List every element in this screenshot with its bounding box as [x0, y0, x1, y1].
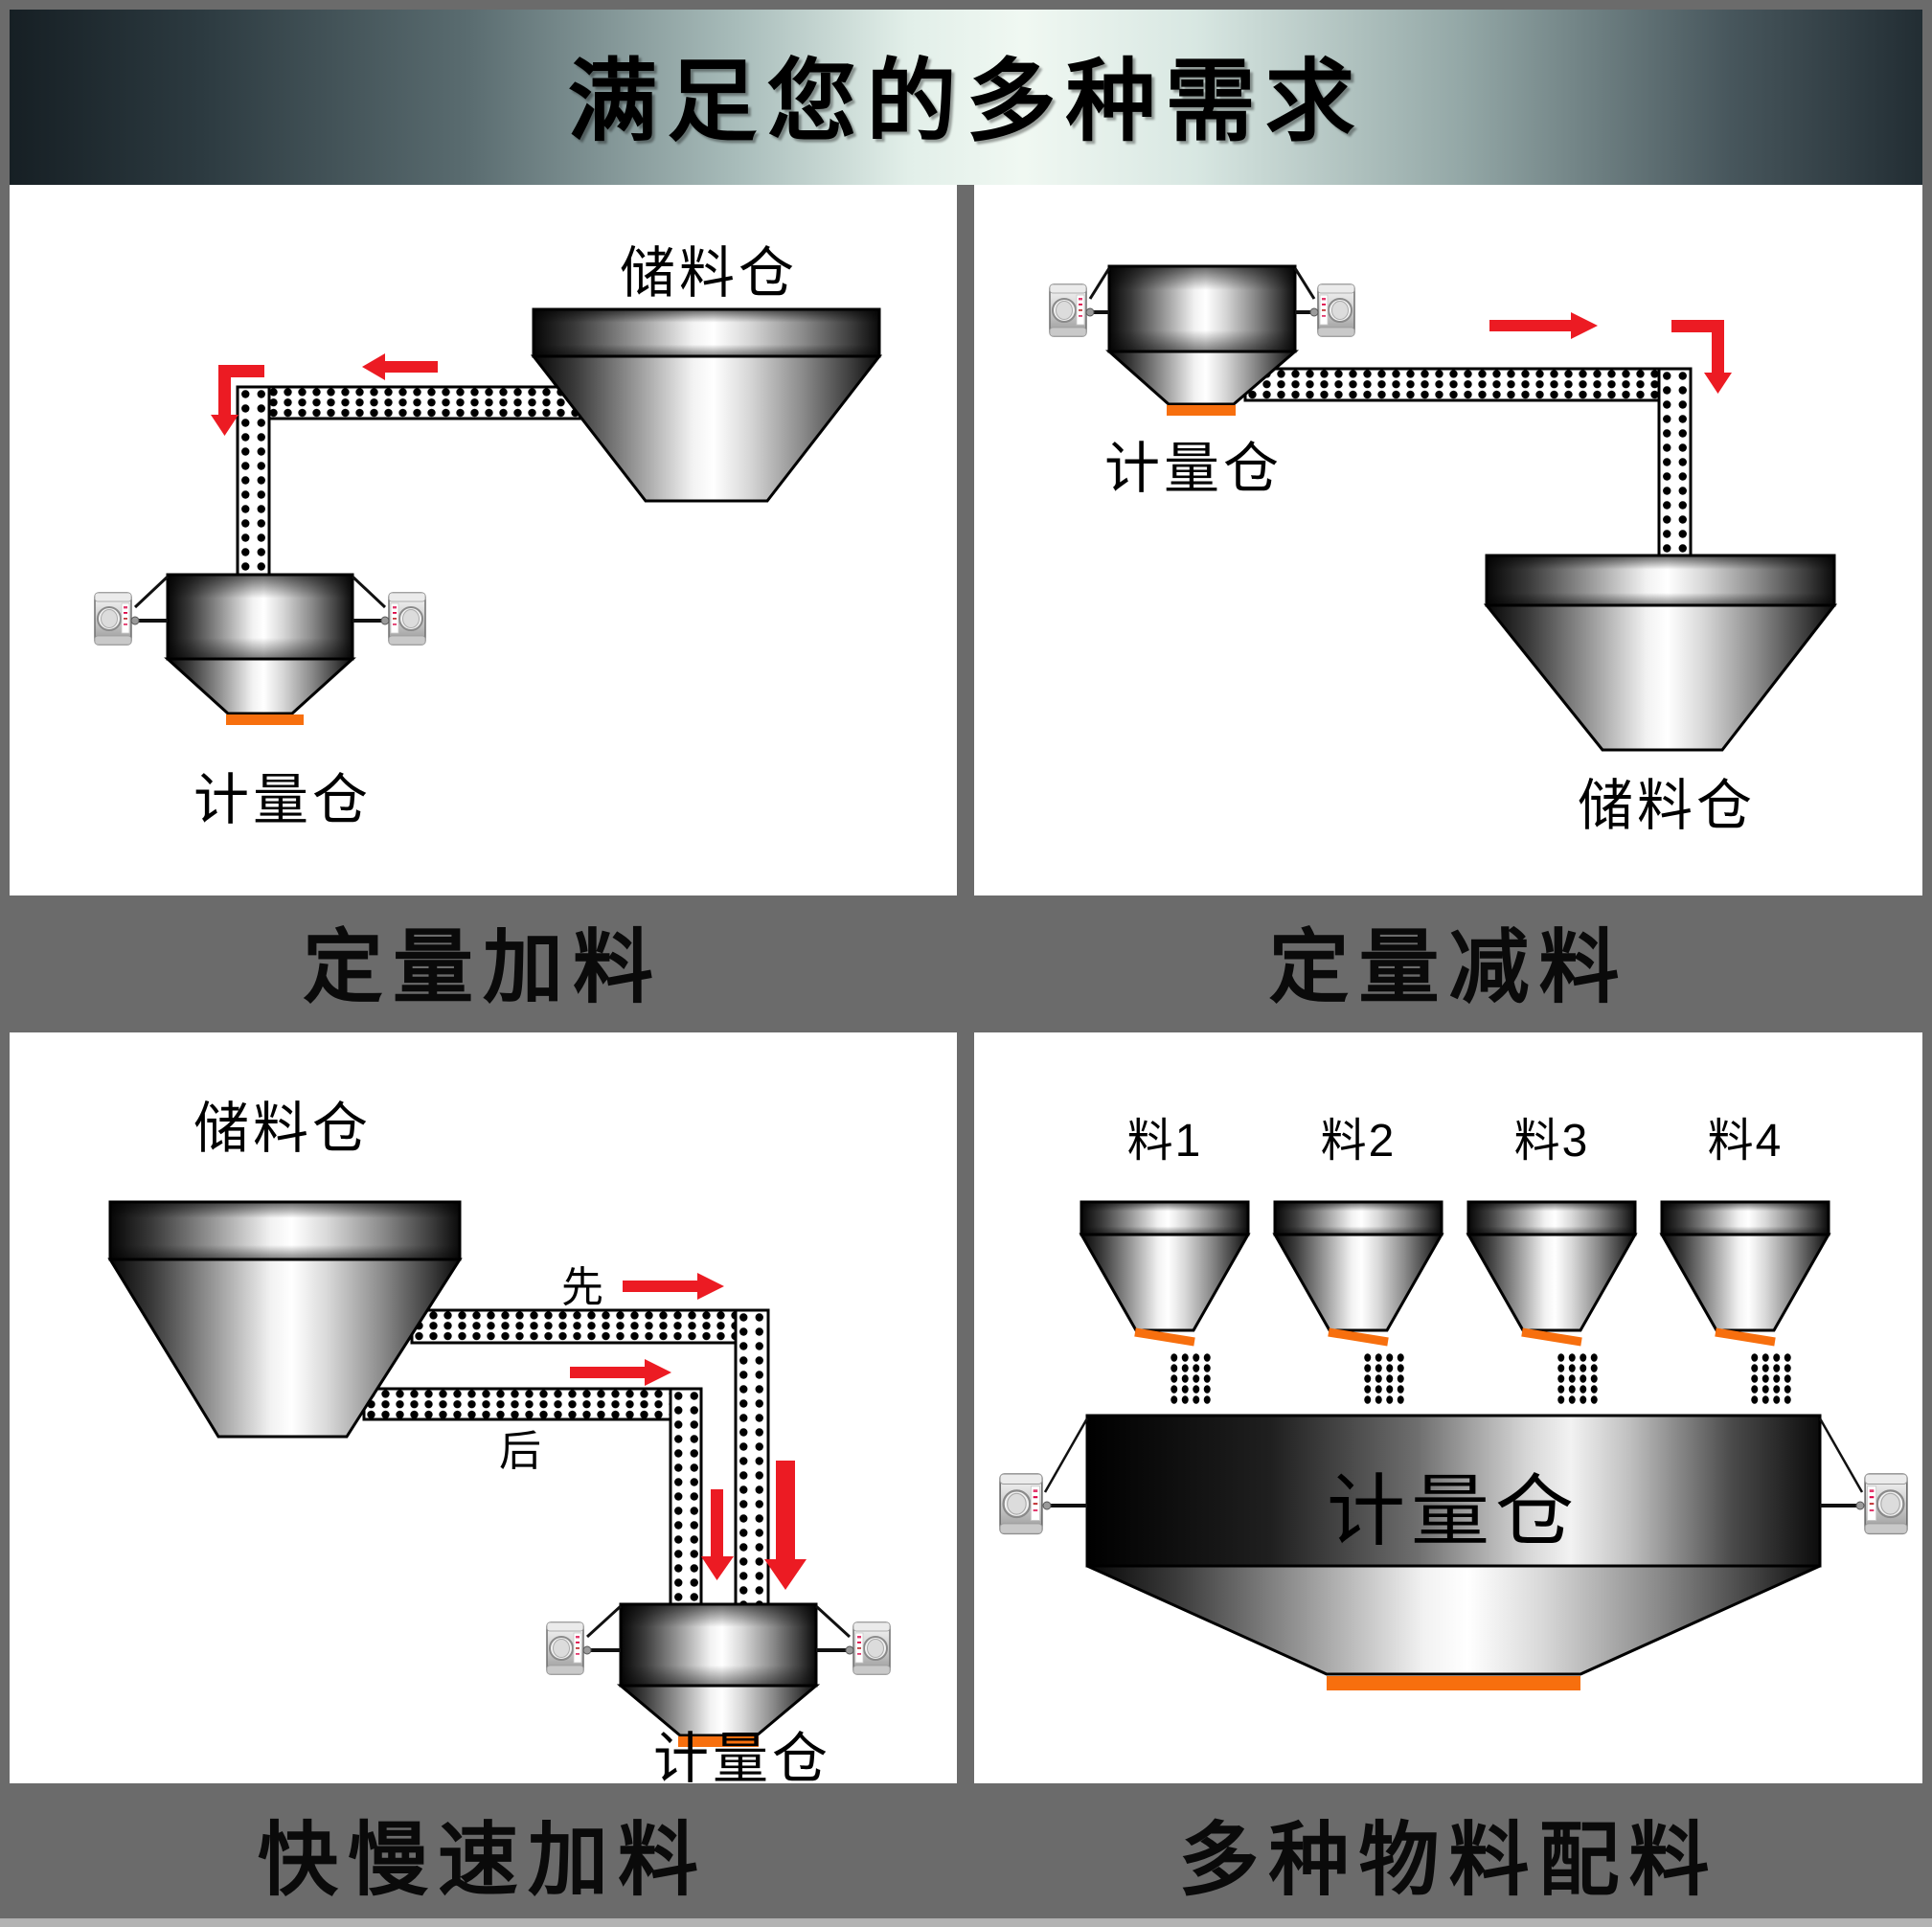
flow-arrow-left: [362, 353, 438, 380]
load-cell-left-icon: [546, 1604, 623, 1675]
weighing-hopper: [1085, 1414, 1822, 1690]
storage-hopper: [1483, 554, 1838, 752]
outlet-gate: [1167, 405, 1236, 416]
outlet-gate: [1134, 1327, 1195, 1347]
outlet-gate: [1328, 1327, 1389, 1347]
caption-quantitative-discharging: 定量减料: [1268, 922, 1629, 1012]
load-cell-right-icon: [1818, 1417, 1908, 1535]
conveyor-pipe-fast-horizontal: [410, 1308, 770, 1345]
material-hopper-1: [1079, 1200, 1251, 1347]
panel-quantitative-feeding: 储料仓: [10, 185, 957, 895]
falling-material-1: [1169, 1352, 1213, 1404]
conveyor-pipe-slow-horizontal: [362, 1387, 703, 1421]
flow-arrow-first-right: [623, 1273, 724, 1300]
bottom-strip: [0, 1918, 1932, 1927]
falling-material-3: [1556, 1352, 1600, 1404]
outlet-gate: [1715, 1327, 1776, 1347]
page-title: 满足您的多种需求: [567, 51, 1365, 151]
material-hopper-3: [1466, 1200, 1638, 1347]
panel-quantitative-discharging: 计量仓 储料仓: [974, 185, 1922, 895]
flow-arrow-down-thin: [701, 1489, 734, 1580]
outlet-gate: [1327, 1676, 1580, 1690]
outlet-gate: [226, 714, 304, 725]
load-cell-left-icon: [94, 575, 170, 646]
load-cell-left-icon: [999, 1417, 1089, 1535]
conveyor-pipe-vertical: [1657, 367, 1693, 560]
title-banner: 满足您的多种需求: [10, 10, 1922, 185]
weighing-hopper: [1105, 264, 1300, 416]
conveyor-pipe-horizontal: [1243, 367, 1693, 402]
load-cell-right-icon: [351, 575, 426, 646]
flow-arrow-down-thick: [764, 1461, 807, 1590]
panel-fast-slow-feeding: 储料仓 先 后: [10, 1032, 957, 1783]
storage-hopper-label: 储料仓: [1578, 775, 1756, 837]
storage-hopper: [107, 1200, 463, 1439]
flow-arrow-elbow-down: [211, 365, 264, 436]
conveyor-pipe-slow-vertical: [669, 1387, 703, 1608]
load-cell-left-icon: [1049, 267, 1111, 337]
outlet-gate: [678, 1736, 759, 1747]
load-cell-right-icon: [1293, 267, 1355, 337]
weighing-hopper-label: 计量仓: [1327, 1468, 1580, 1555]
material-1-label: 料1: [1127, 1116, 1203, 1167]
weighing-hopper-label: 计量仓: [653, 1728, 831, 1783]
outlet-gate: [1521, 1327, 1582, 1347]
material-hopper-4: [1659, 1200, 1831, 1347]
storage-hopper-label: 储料仓: [620, 242, 798, 305]
flow-arrow-right: [1489, 312, 1598, 339]
material-4-label: 料4: [1708, 1116, 1784, 1167]
weighing-hopper-label: 计量仓: [193, 769, 372, 831]
falling-material-4: [1749, 1352, 1793, 1404]
material-3-label: 料3: [1514, 1116, 1590, 1167]
material-2-label: 料2: [1321, 1116, 1397, 1167]
material-hopper-2: [1272, 1200, 1444, 1347]
caption-quantitative-feeding: 定量加料: [302, 922, 663, 1012]
caption-multi-material-batching: 多种物料配料: [1178, 1815, 1719, 1905]
weighing-hopper: [616, 1602, 821, 1747]
load-cell-right-icon: [814, 1604, 891, 1675]
storage-hopper-label: 储料仓: [193, 1098, 372, 1160]
storage-hopper: [530, 307, 883, 503]
caption-fast-slow-feeding: 快慢速加料: [257, 1815, 708, 1905]
weighing-hopper-label: 计量仓: [1104, 438, 1283, 500]
panel-multi-material-batching: 料1 料2 料3 料4: [974, 1032, 1922, 1783]
conveyor-pipe-vertical: [236, 385, 271, 578]
weighing-hopper: [164, 573, 356, 725]
falling-material-2: [1362, 1352, 1406, 1404]
conveyor-pipe-horizontal: [236, 385, 586, 420]
second-step-label: 后: [499, 1428, 541, 1475]
conveyor-pipe-fast-vertical: [734, 1308, 770, 1608]
flow-arrow-elbow-down: [1671, 320, 1732, 394]
flow-arrow-second-right: [570, 1359, 671, 1386]
first-step-label: 先: [561, 1264, 603, 1311]
